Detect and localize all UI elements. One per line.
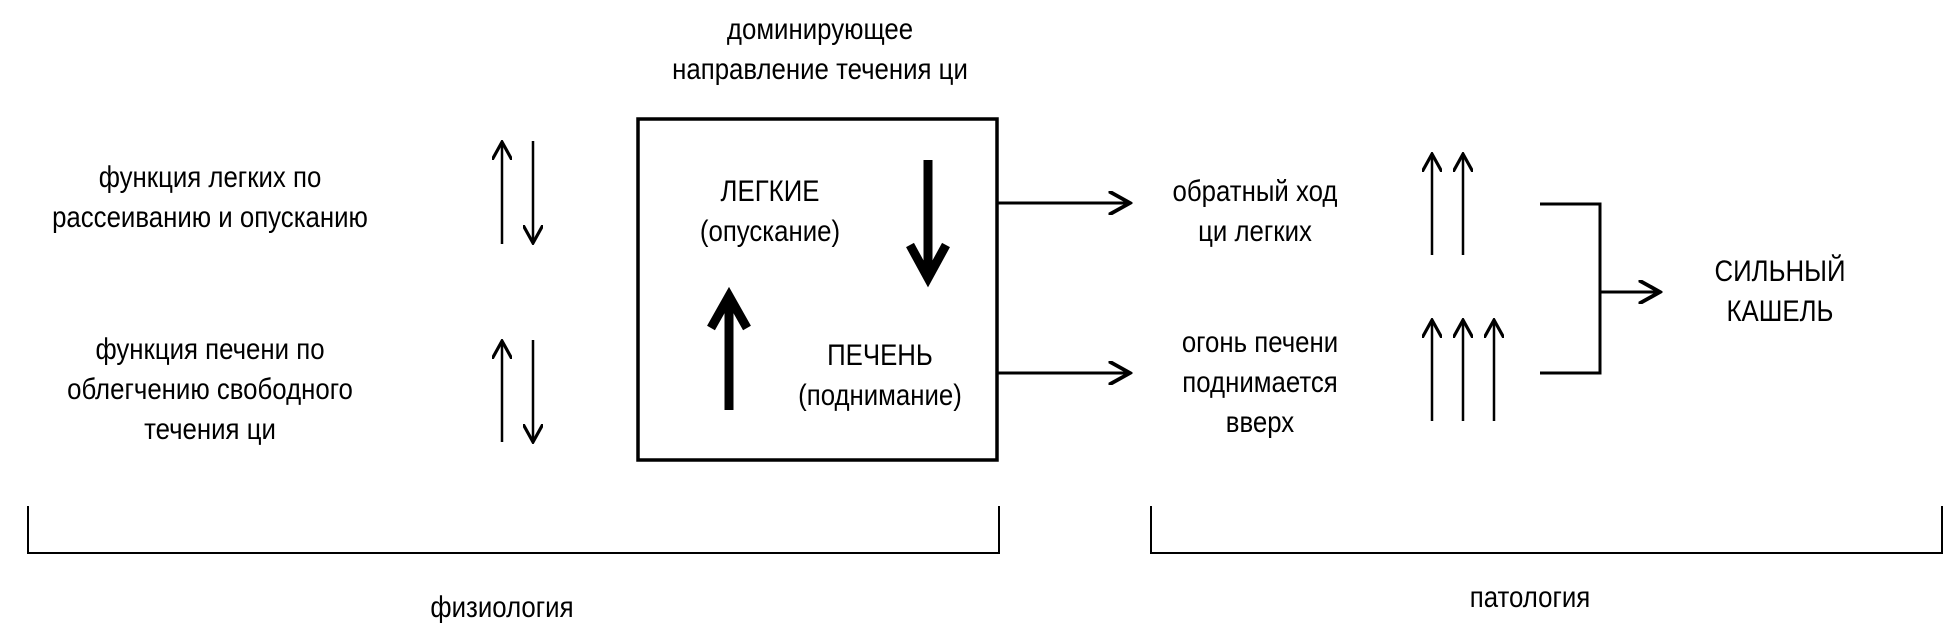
- result-line: КАШЕЛЬ: [1726, 295, 1834, 328]
- liver-function-line: функция печени по: [95, 333, 325, 366]
- liver-pathology-line: вверх: [1225, 406, 1295, 439]
- liver-function-line: течения ци: [144, 413, 276, 446]
- liver-updown-arrows-icon: [502, 340, 533, 442]
- lung-pathology-line: ци легких: [1198, 215, 1312, 248]
- pathology-label: патология: [1469, 581, 1591, 614]
- lung-function-label: функция легких по рассеиванию и опускани…: [38, 158, 382, 238]
- lung-box-label: ЛЕГКИЕ (опускание): [684, 172, 856, 252]
- lung-subtitle: (опускание): [699, 215, 841, 248]
- liver-pathology-line: огонь печени: [1181, 326, 1339, 359]
- liver-up-bold-arrow-icon: [707, 286, 751, 410]
- lung-updown-arrows-icon: [502, 141, 533, 244]
- result-line: СИЛЬНЫЙ: [1714, 255, 1846, 288]
- lung-function-line: функция легких по: [98, 161, 322, 194]
- lung-pathology-label: обратный ход ци легких: [1160, 172, 1349, 252]
- top-label-line: направление течения ци: [672, 53, 968, 86]
- dominant-direction-label: доминирующее направление течения ци: [631, 10, 1009, 90]
- lung-down-bold-arrow-icon: [906, 160, 950, 288]
- liver-box-label: ПЕЧЕНЬ (поднимание): [785, 336, 974, 416]
- lung-title: ЛЕГКИЕ: [720, 175, 820, 208]
- top-label-line: доминирующее: [726, 13, 914, 46]
- lung-pathology-up-arrows-icon: [1432, 154, 1463, 255]
- liver-title: ПЕЧЕНЬ: [827, 339, 933, 372]
- liver-pathology-label: огонь печени поднимается вверх: [1161, 323, 1359, 443]
- lung-function-line: рассеиванию и опусканию: [52, 201, 368, 234]
- lung-pathology-line: обратный ход: [1172, 175, 1338, 208]
- liver-pathology-line: поднимается: [1182, 366, 1338, 399]
- liver-pathology-up-arrows-icon: [1432, 320, 1494, 421]
- liver-function-label: функция печени по облегчению свободного …: [38, 330, 382, 450]
- physiology-bracket: [27, 506, 1000, 554]
- pathology-bracket: [1150, 506, 1943, 554]
- liver-subtitle: (поднимание): [798, 379, 962, 412]
- merge-bracket: [1540, 202, 1602, 375]
- dominant-direction-box: [636, 117, 999, 462]
- result-label: СИЛЬНЫЙ КАШЕЛЬ: [1694, 252, 1866, 332]
- liver-function-line: облегчению свободного: [67, 373, 353, 406]
- physiology-label: физиология: [430, 591, 574, 624]
